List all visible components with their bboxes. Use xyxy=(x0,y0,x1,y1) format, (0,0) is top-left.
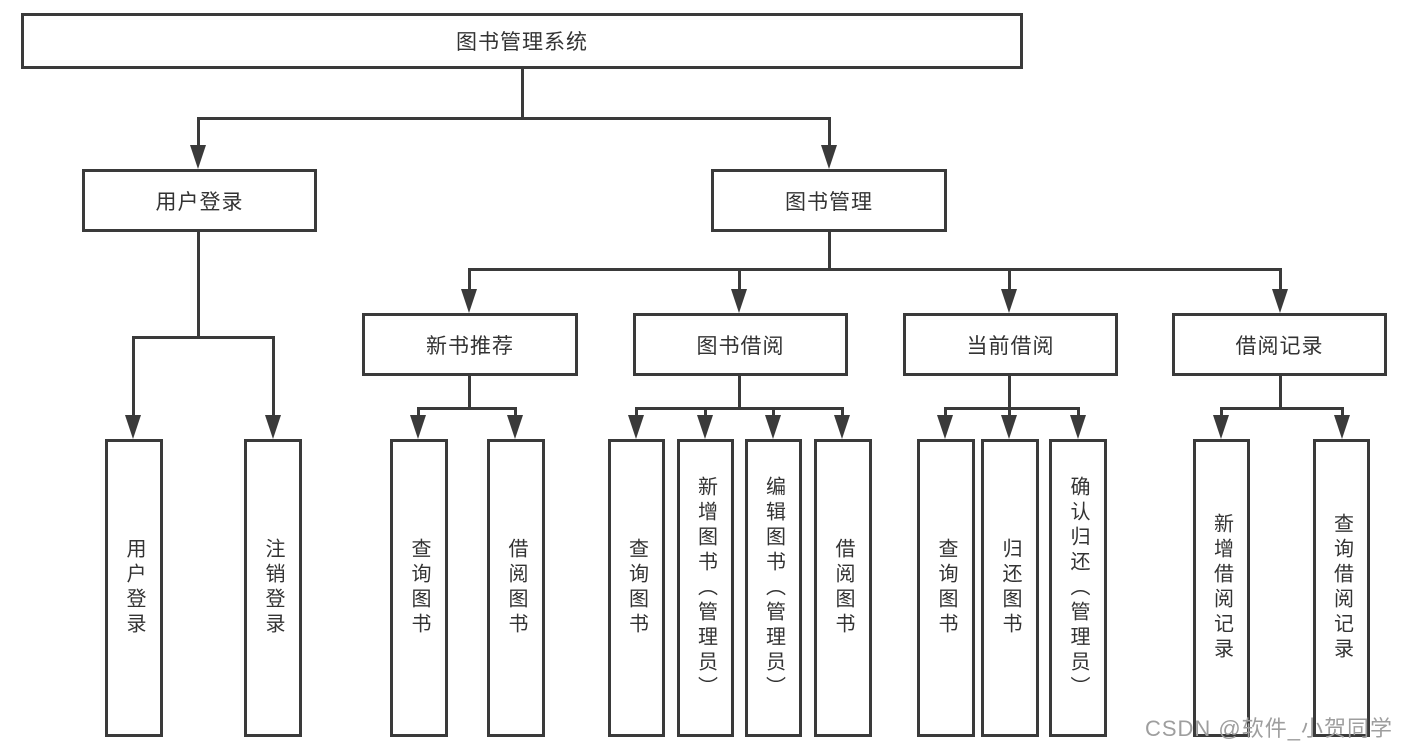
arrow-down-icon xyxy=(821,145,837,169)
leaf-return-books: 归还图书 xyxy=(981,439,1039,737)
csdn-watermark: CSDN @软件_小贺同学 xyxy=(1144,716,1393,741)
node-book-borrowing: 图书借阅 xyxy=(633,313,848,376)
connector-borrowrecord-down xyxy=(1279,376,1282,407)
leaf-confirm-return-admin: 确认归还（管理员） xyxy=(1049,439,1107,737)
leaf-query-borrow-record: 查询借阅记录 xyxy=(1313,439,1370,737)
connector-level2-stem xyxy=(1279,268,1282,292)
connector-leaf-stem xyxy=(1008,407,1011,419)
leaf-user-login-label: 用户登录 xyxy=(123,538,145,638)
arrow-down-icon xyxy=(765,415,781,439)
arrow-down-icon xyxy=(1070,415,1086,439)
leaf-add-books-admin: 新增图书（管理员） xyxy=(677,439,734,737)
arrow-down-icon xyxy=(461,289,477,313)
node-user-login-label: 用户登录 xyxy=(155,190,244,214)
connector-leaf-stem xyxy=(417,407,420,419)
node-book-borrowing-label: 图书借阅 xyxy=(696,334,785,358)
leaf-query-books-newbook-label: 查询图书 xyxy=(408,538,430,638)
node-book-management: 图书管理 xyxy=(711,169,947,232)
leaf-logout-label: 注销登录 xyxy=(262,538,284,638)
connector-currentborrow-hbar xyxy=(944,407,1080,410)
connector-borrowrecord-hbar xyxy=(1220,407,1344,410)
connector-bookmgmt-down xyxy=(828,232,831,270)
arrow-down-icon xyxy=(697,415,713,439)
connector-newbook-down xyxy=(468,376,471,407)
leaf-return-books-label: 归还图书 xyxy=(999,538,1021,638)
connector-bookmgmt-stem xyxy=(828,117,831,151)
connector-userlogin-down xyxy=(197,232,200,336)
arrow-down-icon xyxy=(1272,289,1288,313)
leaf-borrow-books-label: 借阅图书 xyxy=(832,538,854,638)
connector-leaf-stem xyxy=(944,407,947,419)
connector-bookmgmt-hbar xyxy=(468,268,1282,271)
arrow-down-icon xyxy=(265,415,281,439)
arrow-down-icon xyxy=(731,289,747,313)
arrow-down-icon xyxy=(1334,415,1350,439)
arrow-down-icon xyxy=(190,145,206,169)
connector-level2-stem xyxy=(738,268,741,292)
arrow-down-icon xyxy=(628,415,644,439)
connector-root-stem xyxy=(521,69,524,117)
leaf-edit-books-admin: 编辑图书（管理员） xyxy=(745,439,802,737)
node-borrowing-records: 借阅记录 xyxy=(1172,313,1387,376)
connector-leaf-stem xyxy=(514,407,517,419)
leaf-query-books-borrow: 查询图书 xyxy=(608,439,665,737)
arrow-down-icon xyxy=(1001,415,1017,439)
arrow-down-icon xyxy=(834,415,850,439)
arrow-down-icon xyxy=(1213,415,1229,439)
connector-leaf-stem xyxy=(1220,407,1223,419)
connector-leaf-stem xyxy=(841,407,844,419)
connector-root-hbar xyxy=(197,117,831,120)
connector-leaf-stem xyxy=(772,407,775,419)
connector-leaf-stem xyxy=(272,336,275,419)
connector-currentborrow-down xyxy=(1008,376,1011,407)
node-library-system-label: 图书管理系统 xyxy=(456,31,588,54)
leaf-borrow-books-newbook-label: 借阅图书 xyxy=(505,538,527,638)
node-user-login: 用户登录 xyxy=(82,169,317,232)
connector-level2-stem xyxy=(1008,268,1011,292)
leaf-query-books-borrow-label: 查询图书 xyxy=(625,538,648,638)
node-borrowing-records-label: 借阅记录 xyxy=(1235,334,1324,358)
connector-bookborrow-down xyxy=(738,376,741,407)
leaf-add-borrow-record: 新增借阅记录 xyxy=(1193,439,1250,737)
connector-newbook-hbar xyxy=(417,407,517,410)
leaf-query-books-current: 查询图书 xyxy=(917,439,975,737)
node-new-book-recommendation: 新书推荐 xyxy=(362,313,578,376)
leaf-user-login: 用户登录 xyxy=(105,439,163,737)
arrow-down-icon xyxy=(410,415,426,439)
arrow-down-icon xyxy=(1001,289,1017,313)
connector-bookborrow-hbar xyxy=(635,407,844,410)
node-library-system: 图书管理系统 xyxy=(21,13,1023,69)
connector-leaf-stem xyxy=(704,407,707,419)
connector-userlogin-stem xyxy=(197,117,200,151)
connector-leaf-stem xyxy=(1341,407,1344,419)
connector-userlogin-hbar xyxy=(132,336,275,339)
arrow-down-icon xyxy=(125,415,141,439)
leaf-query-borrow-record-label: 查询借阅记录 xyxy=(1330,513,1353,663)
connector-leaf-stem xyxy=(635,407,638,419)
node-book-management-label: 图书管理 xyxy=(785,190,873,214)
node-current-borrowing-label: 当前借阅 xyxy=(966,334,1055,358)
leaf-query-books-current-label: 查询图书 xyxy=(935,538,957,638)
leaf-query-books-newbook: 查询图书 xyxy=(390,439,448,737)
leaf-borrow-books-newbook: 借阅图书 xyxy=(487,439,545,737)
connector-level2-stem xyxy=(468,268,471,292)
leaf-confirm-return-admin-label: 确认归还（管理员） xyxy=(1067,475,1089,701)
arrow-down-icon xyxy=(507,415,523,439)
leaf-edit-books-admin-label: 编辑图书（管理员） xyxy=(762,475,785,701)
arrow-down-icon xyxy=(937,415,953,439)
leaf-add-borrow-record-label: 新增借阅记录 xyxy=(1210,513,1233,663)
node-current-borrowing: 当前借阅 xyxy=(903,313,1118,376)
leaf-add-books-admin-label: 新增图书（管理员） xyxy=(694,475,717,701)
connector-leaf-stem xyxy=(132,336,135,419)
connector-leaf-stem xyxy=(1077,407,1080,419)
leaf-logout: 注销登录 xyxy=(244,439,302,737)
leaf-borrow-books: 借阅图书 xyxy=(814,439,872,737)
node-new-book-recommendation-label: 新书推荐 xyxy=(426,334,514,358)
